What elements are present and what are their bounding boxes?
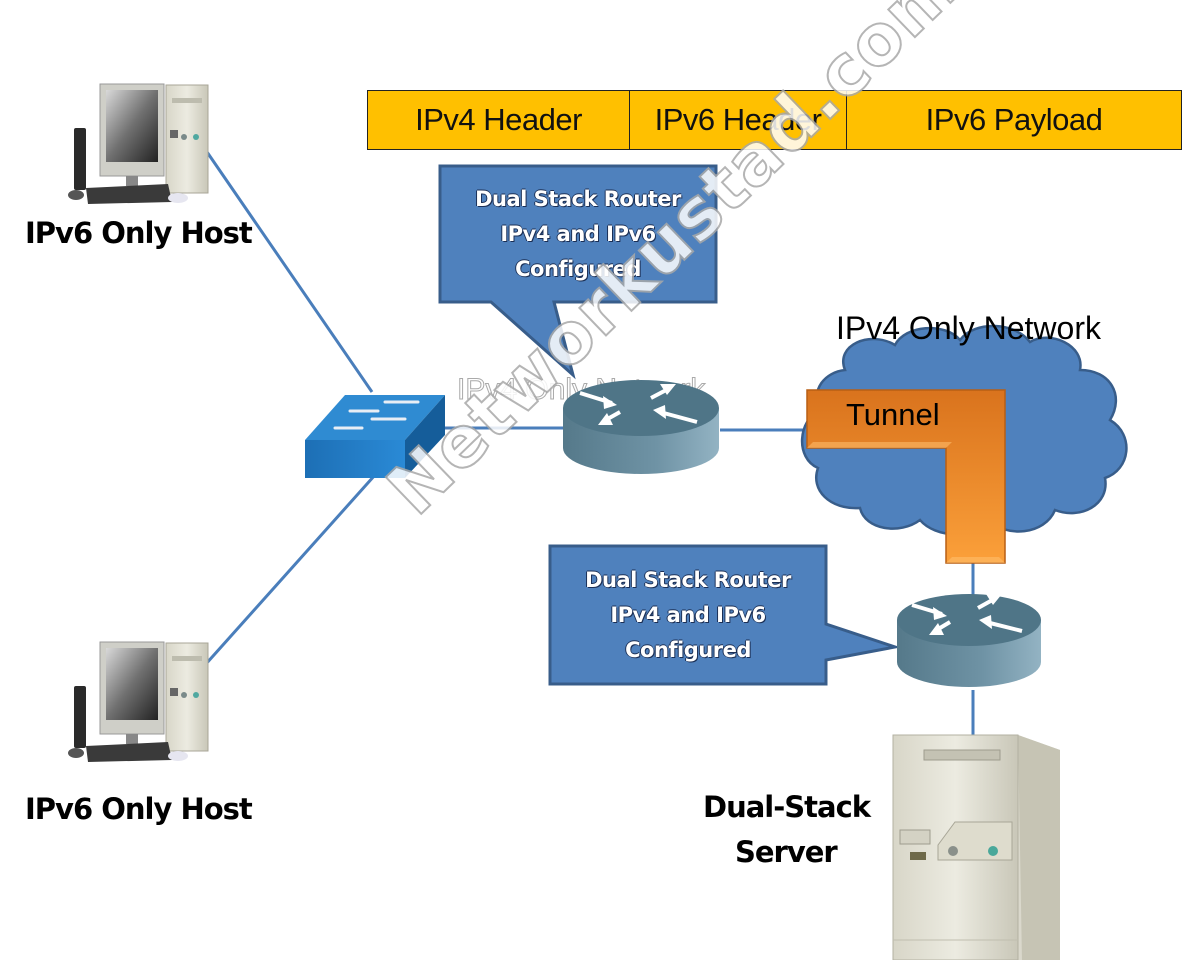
link-host-top-switch bbox=[205, 151, 374, 393]
tunnel-label: Tunnel bbox=[846, 397, 940, 432]
callout-top-line3: Configured bbox=[515, 257, 641, 281]
callout-bottom-line3: Configured bbox=[625, 638, 751, 662]
host-bottom-label: IPv6 Only Host bbox=[25, 792, 253, 826]
callout-bottom-line2: IPv4 and IPv6 bbox=[610, 603, 766, 627]
server-label-line2: Server bbox=[735, 835, 838, 869]
router-edge-icon bbox=[897, 594, 1041, 687]
callout-top-line2: IPv4 and IPv6 bbox=[500, 222, 656, 246]
link-host-bottom-switch bbox=[203, 473, 377, 667]
host-bottom-computer-icon bbox=[68, 641, 209, 762]
callout-top-shape bbox=[438, 164, 718, 380]
server-tower-icon bbox=[892, 734, 1060, 960]
callout-top-text: Dual Stack Router IPv4 and IPv6 Configur… bbox=[440, 182, 716, 287]
links bbox=[203, 151, 975, 740]
switch-icon bbox=[305, 395, 445, 478]
callout-bottom-line1: Dual Stack Router bbox=[585, 568, 791, 592]
callout-bottom-shape bbox=[548, 544, 901, 686]
packet-ipv4-header: IPv4 Header bbox=[367, 90, 630, 150]
host-top-computer-icon bbox=[68, 83, 209, 204]
tunnel-shape bbox=[806, 389, 1006, 564]
packet-ipv6-payload: IPv6 Payload bbox=[846, 90, 1182, 150]
callout-top-line1: Dual Stack Router bbox=[475, 187, 681, 211]
cloud-label: IPv4 Only Network bbox=[836, 310, 1101, 346]
router-main-icon bbox=[563, 380, 719, 474]
packet-ipv6-header: IPv6 Header bbox=[629, 90, 847, 150]
host-top-label: IPv6 Only Host bbox=[25, 216, 253, 250]
server-label-line1: Dual-Stack bbox=[703, 790, 871, 824]
callout-bottom-text: Dual Stack Router IPv4 and IPv6 Configur… bbox=[550, 563, 826, 668]
